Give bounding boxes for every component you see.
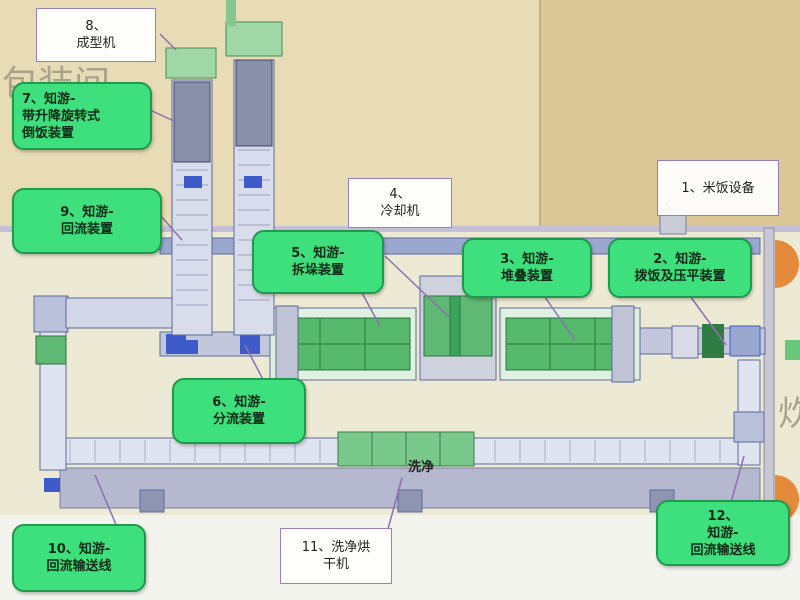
label-6-splitter: 6、知游- 分流装置 (172, 378, 306, 444)
label-10-return-conveyor: 10、知游- 回流输送线 (12, 524, 146, 592)
label-12-line-3: 回流输送线 (690, 542, 756, 558)
label-5-line-2: 拆垛装置 (291, 263, 344, 278)
label-9-line-1: 9、知游- (60, 205, 114, 220)
label-4-line-2: 冷却机 (380, 204, 420, 219)
label-1-line-1: 1、米饭设备 (681, 180, 755, 196)
label-7-line-1: 7、知游- (22, 91, 76, 107)
label-5-line-1: 5、知游- (291, 246, 345, 261)
label-7-line-2: 带升降旋转式 (22, 108, 101, 124)
label-12-line-1: 12、 (707, 508, 739, 524)
washer-label: 洗净 (408, 460, 435, 475)
label-9-line-2: 回流装置 (60, 222, 113, 237)
label-1-rice-equipment: 1、米饭设备 (657, 160, 779, 216)
label-10-line-1: 10、知游- (47, 542, 111, 557)
label-5-destacker: 5、知游- 拆垛装置 (252, 230, 384, 294)
label-8-molding-machine: 8、 成型机 (36, 8, 156, 62)
label-10-line-2: 回流输送线 (46, 559, 112, 574)
label-11-washer-dryer: 11、洗净烘 干机 (280, 528, 392, 584)
label-2-line-1: 2、知游- (653, 252, 707, 267)
label-3-line-2: 堆叠装置 (500, 269, 553, 284)
label-4-line-1: 4、 (389, 187, 411, 202)
label-6-line-1: 6、知游- (212, 395, 266, 410)
label-12-line-2: 知游- (707, 525, 739, 541)
label-11-line-1: 11、洗净烘 (301, 540, 371, 555)
label-3-line-1: 3、知游- (500, 252, 554, 267)
label-8-line-2: 成型机 (76, 36, 116, 51)
label-7-line-3: 倒饭装置 (22, 125, 75, 141)
label-2-rice-pusher-press: 2、知游- 拨饭及压平装置 (608, 238, 752, 298)
label-8-line-1: 8、 (85, 19, 107, 34)
label-7-lift-rotate-rice-device: 7、知游- 带升降旋转式 倒饭装置 (12, 82, 152, 150)
label-2-line-2: 拨饭及压平装置 (634, 269, 726, 284)
label-4-cooler: 4、 冷却机 (348, 178, 452, 228)
label-11-line-2: 干机 (322, 557, 349, 572)
label-6-line-2: 分流装置 (212, 412, 265, 427)
label-9-return-device: 9、知游- 回流装置 (12, 188, 162, 254)
label-3-stacker: 3、知游- 堆叠装置 (462, 238, 592, 298)
label-12-return-conveyor: 12、 知游- 回流输送线 (656, 500, 790, 566)
svg-text:炊: 炊 (778, 394, 800, 434)
